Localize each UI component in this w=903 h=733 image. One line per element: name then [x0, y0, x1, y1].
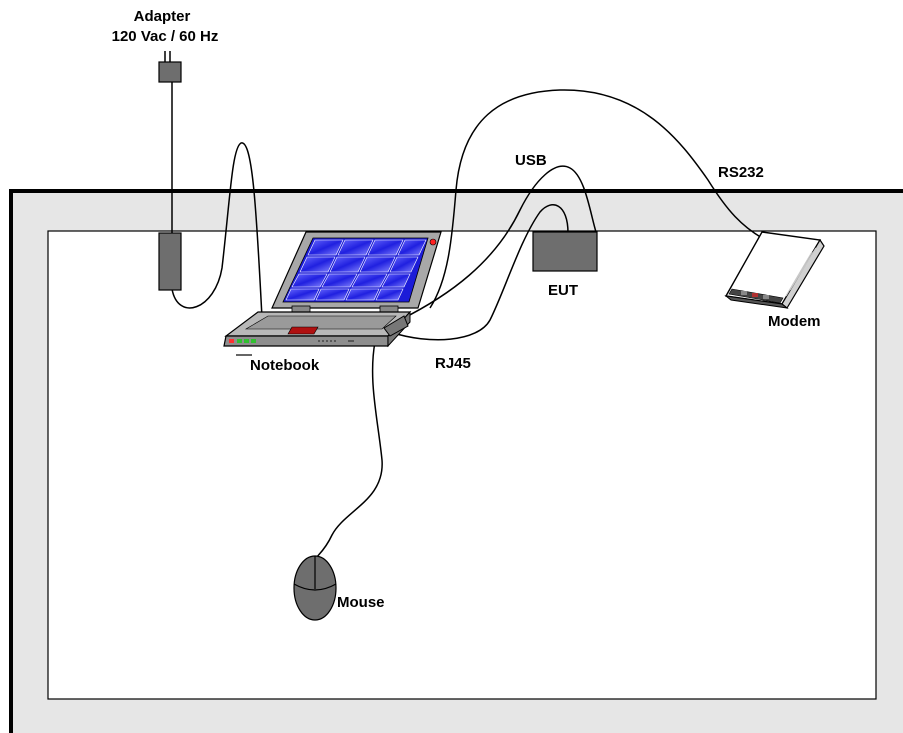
modem-label: Modem [768, 313, 821, 330]
cables [171, 82, 763, 559]
mouse-cable [315, 341, 383, 559]
eut-device [532, 231, 598, 272]
mouse-label: Mouse [337, 594, 385, 611]
usb-label: USB [515, 152, 547, 169]
notebook-power-cable [171, 142, 263, 319]
notebook-touchpad [287, 326, 319, 335]
rj45-cable [389, 204, 569, 341]
eut-label: EUT [548, 282, 578, 299]
power-led [429, 238, 437, 246]
rs232-label: RS232 [718, 164, 764, 181]
rs232-cable [429, 89, 763, 309]
adapter-label-line2: 120 Vac / 60 Hz [112, 28, 219, 45]
modem-device [724, 231, 825, 309]
screen-tiles [285, 239, 427, 301]
mouse-device [293, 555, 337, 621]
adapter-plug [158, 51, 182, 83]
notebook-keyboard [244, 315, 397, 330]
adapter-label-line1: Adapter [134, 8, 191, 25]
notebook-computer [223, 231, 442, 348]
usb-cable [399, 165, 597, 321]
rj45-label: RJ45 [435, 355, 471, 372]
table-inner-area [47, 230, 877, 700]
power-adapter-brick [158, 232, 182, 291]
notebook-label: Notebook [250, 357, 320, 374]
